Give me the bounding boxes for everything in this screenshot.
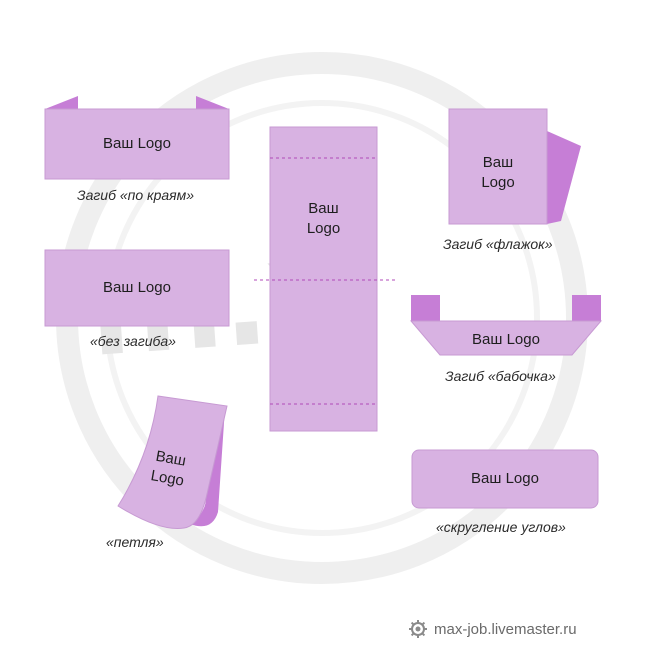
loop-back-fold [190,408,225,527]
label-body [448,108,548,225]
logo-text: Ваш Logo [103,279,171,296]
logo-text: Ваш Logo [472,331,540,348]
caption-no-fold: «без загиба» [90,333,176,349]
footer-url[interactable]: max-job.livemaster.ru [434,620,577,638]
label-body [409,320,603,356]
logo-text: Ваш Logo [449,153,547,193]
label-body [269,126,378,432]
caption-fold-edges: Загиб «по краям» [77,187,195,203]
label-body [117,395,228,530]
logo-text: Ваш Logo [103,135,171,152]
left-fold-tab [45,96,78,109]
logo-line-1: Ваш [482,154,514,171]
label-body [411,449,599,509]
caption-butterfly: Загиб «бабочка» [445,368,556,384]
logo-line-2: Logo [306,220,341,237]
gear-icon [409,620,427,638]
label-body [44,108,230,180]
logo-line-2: Logo [481,174,515,191]
left-wing [411,295,440,321]
right-wing [572,295,601,321]
caption-rounded: «скругление углов» [436,519,566,535]
label-body [44,249,230,327]
footer: max-job.livemaster.ru [408,618,577,640]
flag-fold [547,131,581,224]
caption-flag: Загиб «флажок» [443,236,553,252]
logo-text: Ваш Logo [471,470,539,487]
caption-loop: «петля» [106,534,164,550]
logo-text: Ваш Logo [270,199,377,239]
logo-line-1: Ваш [308,200,339,217]
right-fold-tab [196,96,229,109]
